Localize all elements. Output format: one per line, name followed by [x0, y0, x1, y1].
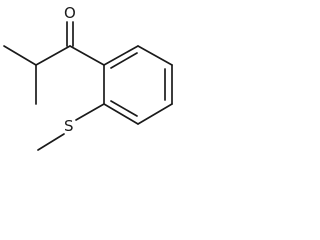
ring-bond-1 — [103, 45, 139, 66]
structure-canvas: O S — [0, 0, 182, 172]
ring-inner-bond-bottom — [110, 100, 138, 117]
ring-bond-5 — [103, 103, 139, 125]
molecule-structure: O S — [3, 4, 173, 151]
bond-carbonyl-ring — [69, 45, 105, 66]
ring-bond-4 — [137, 103, 173, 125]
ring-inner-bond-top — [110, 52, 138, 69]
bond-methyl-upper — [3, 45, 37, 66]
ring-bond-2 — [137, 45, 173, 66]
bond-ring-sulfur — [75, 103, 105, 121]
bond-sulfur-methyl — [37, 133, 65, 151]
atom-oxygen-label: O — [64, 4, 76, 22]
atom-sulfur-label: S — [64, 117, 74, 135]
bond-ch-carbonyl — [35, 45, 71, 66]
